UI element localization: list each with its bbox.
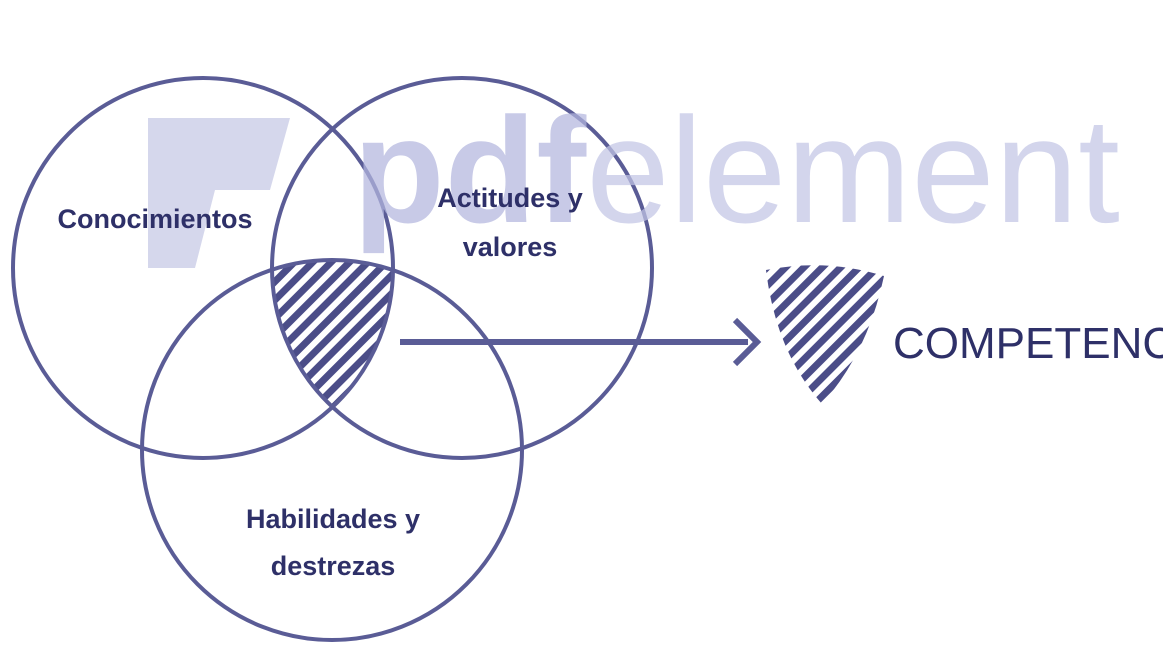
competencia-shield-icon [766, 265, 884, 404]
label-actitudes-line1: Actitudes y [437, 183, 583, 213]
watermark: pdfelement [148, 86, 1120, 268]
label-conocimientos: Conocimientos [57, 204, 252, 234]
label-habilidades-line2: destrezas [271, 551, 396, 581]
arrow-right-icon [400, 317, 762, 367]
label-competencia: COMPETENCIA [893, 319, 1163, 368]
watermark-text: pdfelement [353, 86, 1120, 254]
label-actitudes-line2: valores [463, 232, 558, 262]
label-habilidades-line1: Habilidades y [246, 504, 420, 534]
watermark-logo-icon [148, 118, 290, 268]
circle-habilidades [140, 258, 524, 642]
